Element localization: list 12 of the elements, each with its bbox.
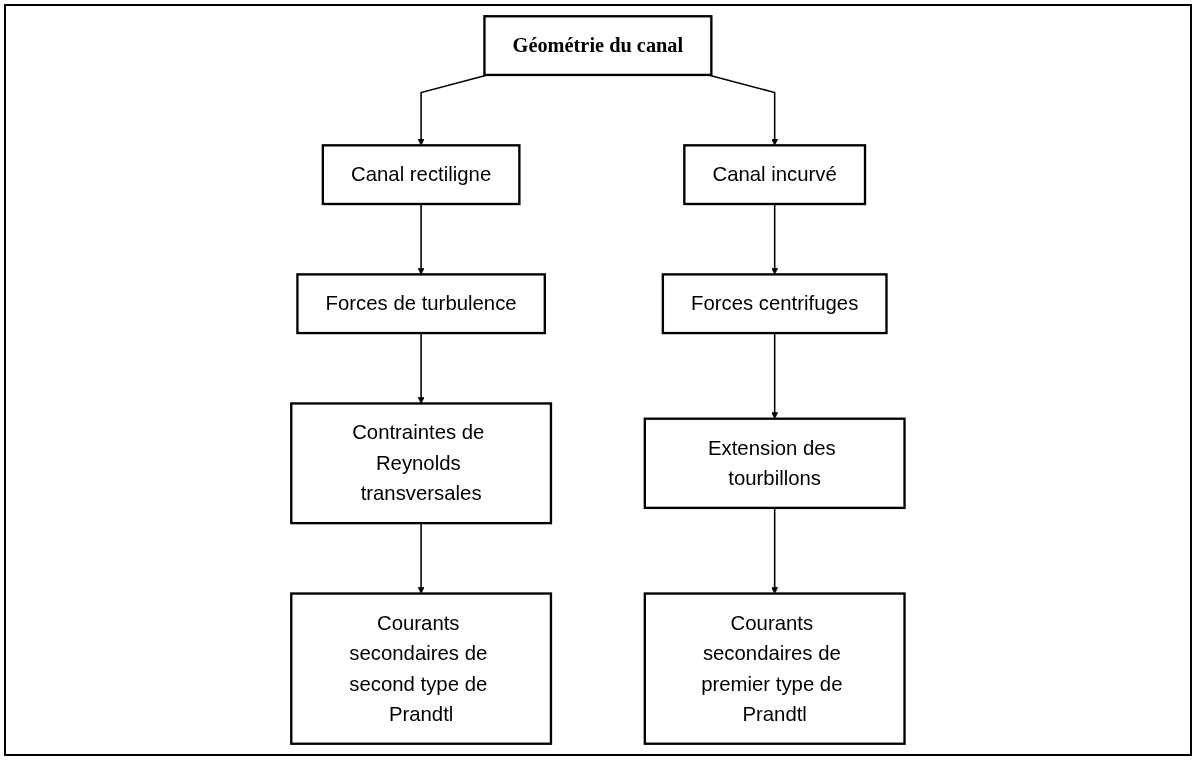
node-box: Géométrie du canal — [483, 15, 713, 77]
arrow — [771, 203, 779, 275]
node-box: Contraintes de Reynolds transversales — [290, 402, 553, 525]
node-box: Canal incurvé — [683, 144, 867, 206]
arrow — [417, 203, 425, 275]
node-box: Courants secondaires de second type de Prandtl — [290, 592, 553, 745]
node-box: Forces de turbulence — [296, 273, 547, 335]
arrow — [771, 507, 779, 594]
node-box: Courants secondaires de premier type de Prandtl — [643, 592, 906, 745]
node-box: Extension des tourbillons — [643, 417, 906, 510]
node-box: Canal rectiligne — [321, 144, 521, 206]
node-box: Forces centrifuges — [661, 273, 888, 335]
